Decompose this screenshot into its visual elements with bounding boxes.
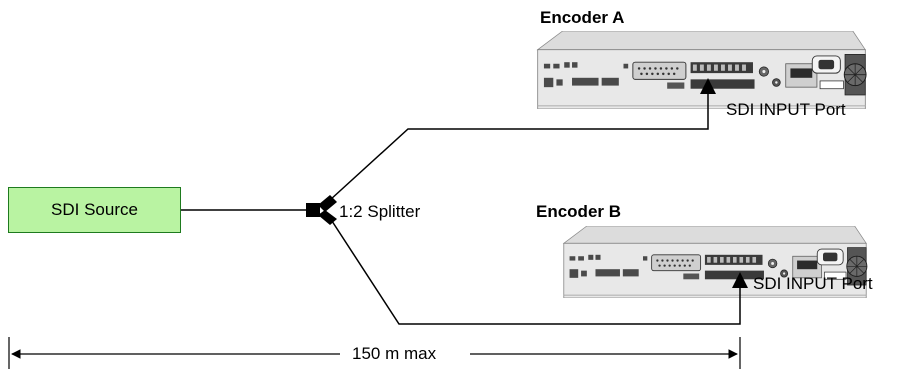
cables <box>181 94 741 325</box>
encoder-a-port-arrow <box>700 78 716 94</box>
splitter-to-encoder-a-cable <box>329 94 709 201</box>
sdi-source-box: SDI Source <box>8 187 181 233</box>
splitter-icon <box>306 195 337 225</box>
splitter-to-encoder-b-cable <box>329 217 741 325</box>
encoder-b-port-arrow <box>732 272 748 288</box>
sdi-source-label: SDI Source <box>51 200 138 219</box>
encoder-b-port-label: SDI INPUT Port <box>753 274 873 293</box>
encoder-b-title: Encoder B <box>536 202 622 221</box>
encoder-a-port-label: SDI INPUT Port <box>726 100 846 119</box>
encoder-a-title: Encoder A <box>540 8 625 27</box>
encoder-a-device <box>537 31 867 109</box>
distance-label: 150 m max <box>352 344 437 363</box>
splitter-label: 1:2 Splitter <box>339 202 421 221</box>
